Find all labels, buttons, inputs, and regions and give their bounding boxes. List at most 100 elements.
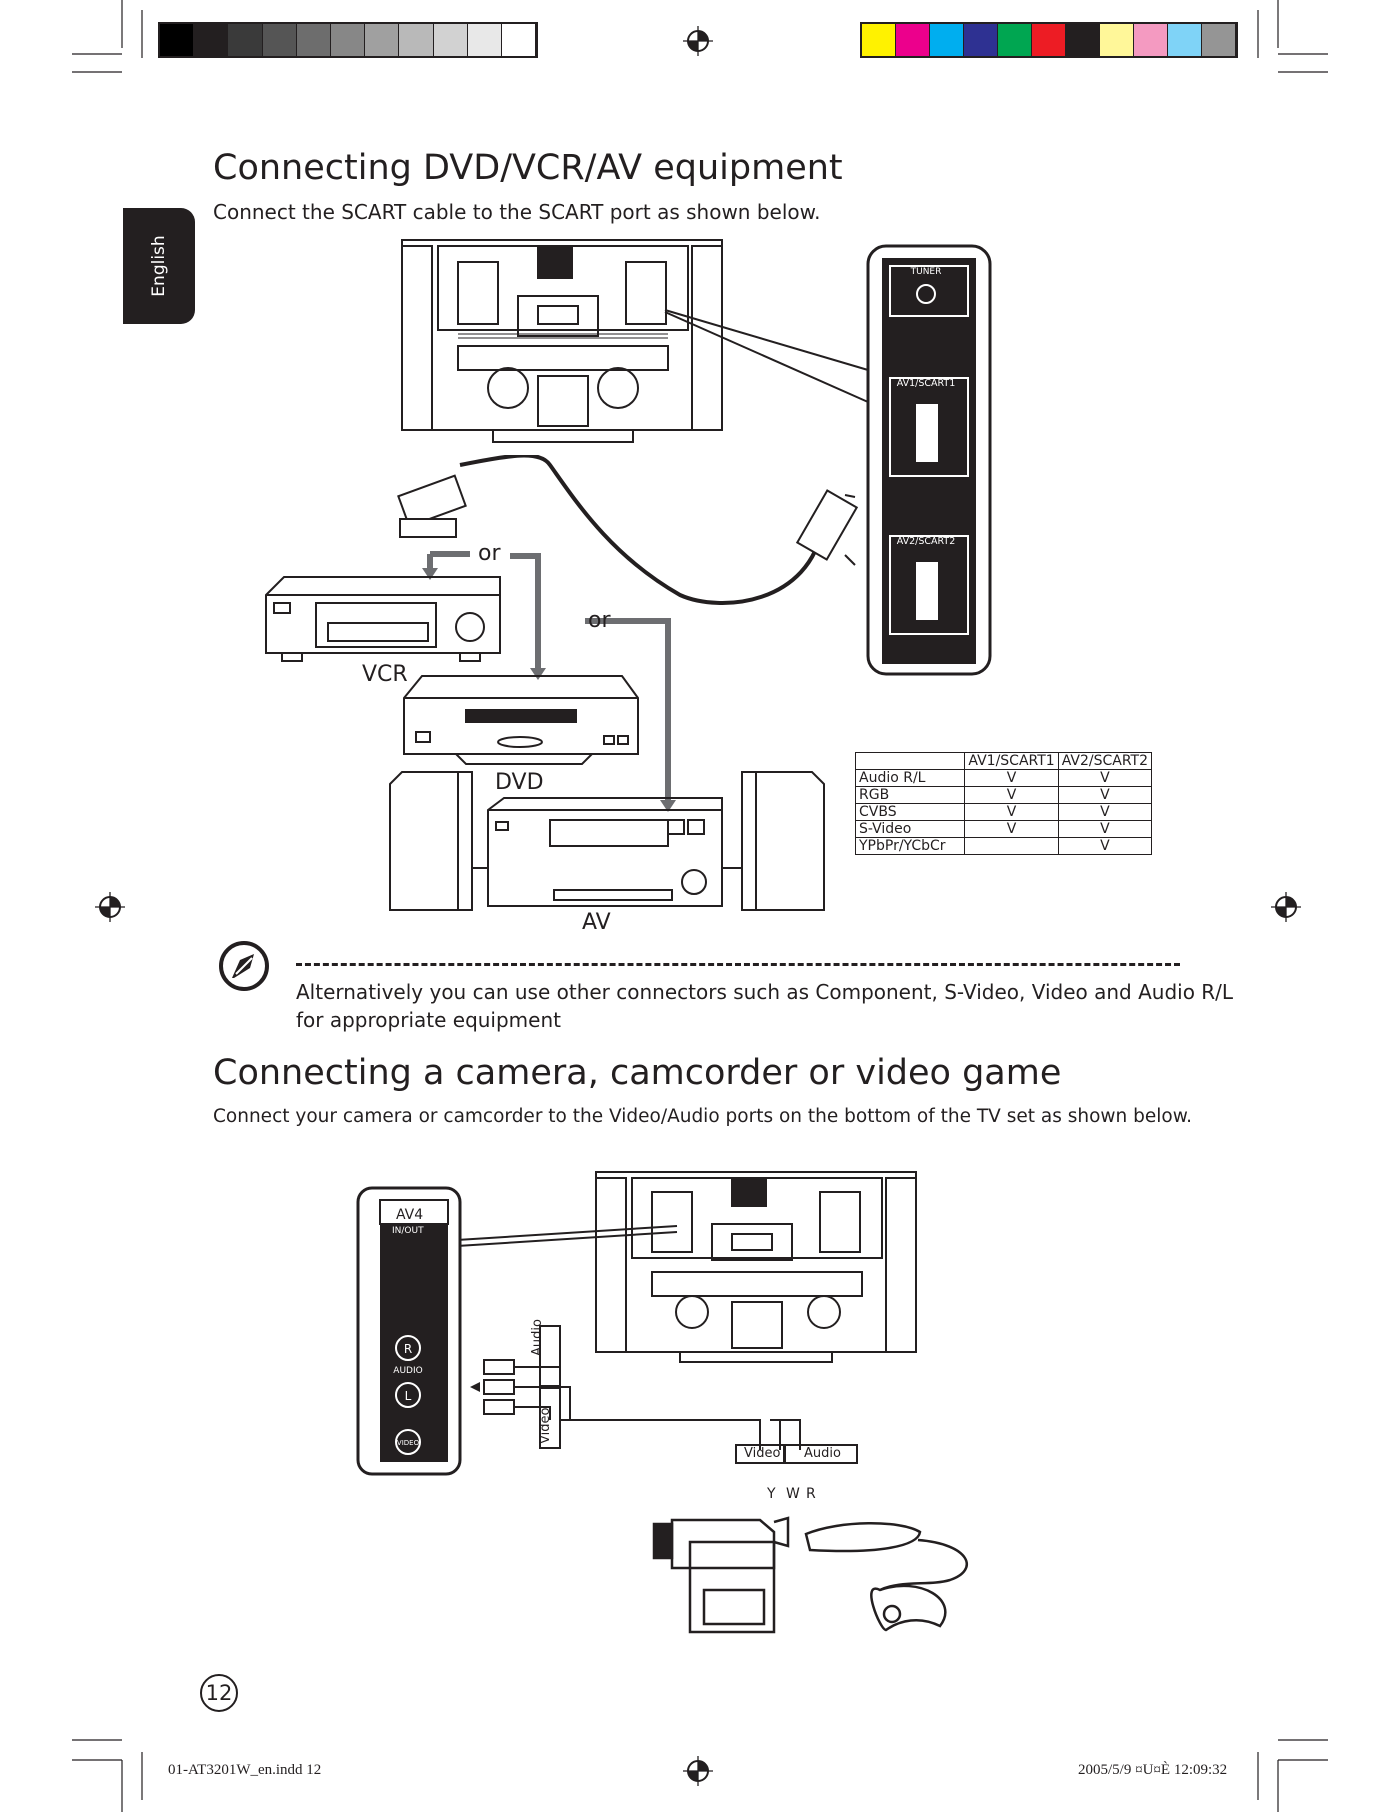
color-swatch bbox=[998, 24, 1032, 56]
scart-cable-illustration bbox=[397, 455, 859, 605]
color-swatch bbox=[964, 24, 998, 56]
panel-label-scart1: AV1/SCART1 bbox=[897, 378, 956, 389]
section1-lead: Connect the SCART cable to the SCART por… bbox=[213, 200, 821, 224]
table-cell: V bbox=[964, 769, 1059, 787]
registration-target-icon bbox=[95, 892, 125, 922]
color-swatch bbox=[433, 24, 468, 56]
color-swatch bbox=[501, 24, 537, 56]
or-label-2: or bbox=[588, 608, 611, 633]
table-cell: V bbox=[1057, 786, 1153, 804]
color-swatch bbox=[160, 24, 195, 56]
vcr-illustration bbox=[265, 576, 501, 662]
vcr-label: VCR bbox=[362, 662, 408, 687]
plug-label-r: R bbox=[806, 1486, 816, 1502]
table-row: S-Video V V bbox=[854, 820, 1153, 838]
color-swatch bbox=[365, 24, 400, 56]
av-label: AV bbox=[582, 910, 611, 935]
color-swatch bbox=[862, 24, 896, 56]
color-swatch bbox=[1032, 24, 1066, 56]
panel-label-av4: AV4 bbox=[396, 1207, 423, 1223]
or-label-1: or bbox=[478, 541, 501, 566]
panel-label-l: L bbox=[405, 1389, 412, 1403]
note-icon bbox=[219, 941, 269, 991]
table-cell: V bbox=[964, 803, 1059, 821]
color-swatch bbox=[296, 24, 331, 56]
table-header-cell: AV1/SCART1 bbox=[964, 752, 1059, 770]
section2-title: Connecting a camera, camcorder or video … bbox=[213, 1053, 1062, 1093]
table-row: CVBS V V bbox=[854, 803, 1153, 821]
dvd-label: DVD bbox=[495, 770, 544, 795]
color-calibration-bar bbox=[860, 22, 1238, 58]
registration-target-icon bbox=[1271, 892, 1301, 922]
section1-title: Connecting DVD/VCR/AV equipment bbox=[213, 148, 843, 188]
table-cell: CVBS bbox=[854, 803, 966, 821]
av4-connection-panel: AV4 IN/OUT R AUDIO L VIDEO bbox=[356, 1186, 462, 1476]
scart-callout-line bbox=[664, 309, 869, 403]
table-row: Audio R/L V V bbox=[854, 769, 1153, 787]
color-swatch bbox=[930, 24, 964, 56]
camcorder-illustration bbox=[652, 1516, 790, 1634]
av-cable-illustration bbox=[470, 1325, 858, 1464]
game-console-illustration bbox=[804, 1522, 968, 1632]
dvd-illustration bbox=[403, 675, 639, 765]
color-swatch bbox=[1100, 24, 1134, 56]
table-header-cell: AV2/SCART2 bbox=[1057, 752, 1153, 770]
color-swatch bbox=[1168, 24, 1202, 56]
table-cell: V bbox=[964, 820, 1059, 838]
table-cell: V bbox=[1057, 837, 1153, 855]
color-swatch bbox=[262, 24, 297, 56]
table-cell: S-Video bbox=[854, 820, 966, 838]
color-swatch bbox=[228, 24, 263, 56]
color-swatch bbox=[896, 24, 930, 56]
table-cell bbox=[964, 837, 1059, 855]
note-divider bbox=[296, 963, 1180, 966]
table-cell: V bbox=[1057, 803, 1153, 821]
table-header-cell bbox=[854, 752, 966, 770]
table-cell: RGB bbox=[854, 786, 966, 804]
registration-target-icon bbox=[683, 1756, 713, 1786]
color-swatch bbox=[1134, 24, 1168, 56]
table-cell: V bbox=[964, 786, 1059, 804]
footer-date: 2005/5/9 ¤U¤È 12:09:32 bbox=[1078, 1762, 1228, 1778]
color-swatch bbox=[1066, 24, 1100, 56]
cable-label-audio: Audio bbox=[804, 1446, 841, 1461]
av4-callout-line bbox=[456, 1225, 678, 1247]
language-tab-label: English bbox=[149, 235, 169, 297]
color-swatch bbox=[1202, 24, 1236, 56]
panel-label-scart2: AV2/SCART2 bbox=[897, 536, 956, 547]
tv-rear-illustration bbox=[595, 1171, 917, 1363]
cable-label-audio-vertical: Audio bbox=[530, 1319, 545, 1356]
table-row: YPbPr/YCbCr V bbox=[854, 837, 1153, 855]
table-row: RGB V V bbox=[854, 786, 1153, 804]
table-cell: V bbox=[1057, 769, 1153, 787]
connection-arrows bbox=[422, 551, 676, 812]
panel-label-tuner: TUNER bbox=[910, 267, 942, 277]
panel-label-inout: IN/OUT bbox=[392, 1226, 424, 1236]
registration-target-icon bbox=[683, 26, 713, 56]
plug-label-w: W bbox=[786, 1486, 800, 1502]
av-system-illustration bbox=[389, 771, 825, 911]
color-swatch bbox=[399, 24, 434, 56]
grey-calibration-bar bbox=[158, 22, 538, 58]
plug-label-y: Y bbox=[767, 1486, 776, 1502]
table-cell: V bbox=[1057, 820, 1153, 838]
scart-connection-panel: TUNER AV1/SCART1 AV2/SCART2 bbox=[866, 244, 992, 676]
color-swatch bbox=[194, 24, 229, 56]
panel-label-r: R bbox=[404, 1342, 412, 1356]
section2-lead: Connect your camera or camcorder to the … bbox=[213, 1106, 1193, 1127]
footer-filename: 01-AT3201W_en.indd 12 bbox=[168, 1762, 322, 1778]
signal-compatibility-table: AV1/SCART1 AV2/SCART2 Audio R/L V V RGB … bbox=[854, 752, 1153, 855]
table-cell: YPbPr/YCbCr bbox=[854, 837, 966, 855]
cable-label-video: Video bbox=[744, 1446, 781, 1461]
tv-rear-illustration bbox=[401, 239, 723, 443]
page-number: 12 bbox=[200, 1674, 238, 1712]
cable-label-video-vertical: Video bbox=[538, 1407, 553, 1444]
language-tab: English bbox=[123, 208, 195, 324]
panel-label-video: VIDEO bbox=[397, 1439, 420, 1447]
table-cell: Audio R/L bbox=[854, 769, 966, 787]
note-text: Alternatively you can use other connecto… bbox=[296, 980, 1234, 1032]
table-header-row: AV1/SCART1 AV2/SCART2 bbox=[854, 752, 1153, 770]
panel-label-audio: AUDIO bbox=[393, 1366, 422, 1376]
color-swatch bbox=[467, 24, 502, 56]
